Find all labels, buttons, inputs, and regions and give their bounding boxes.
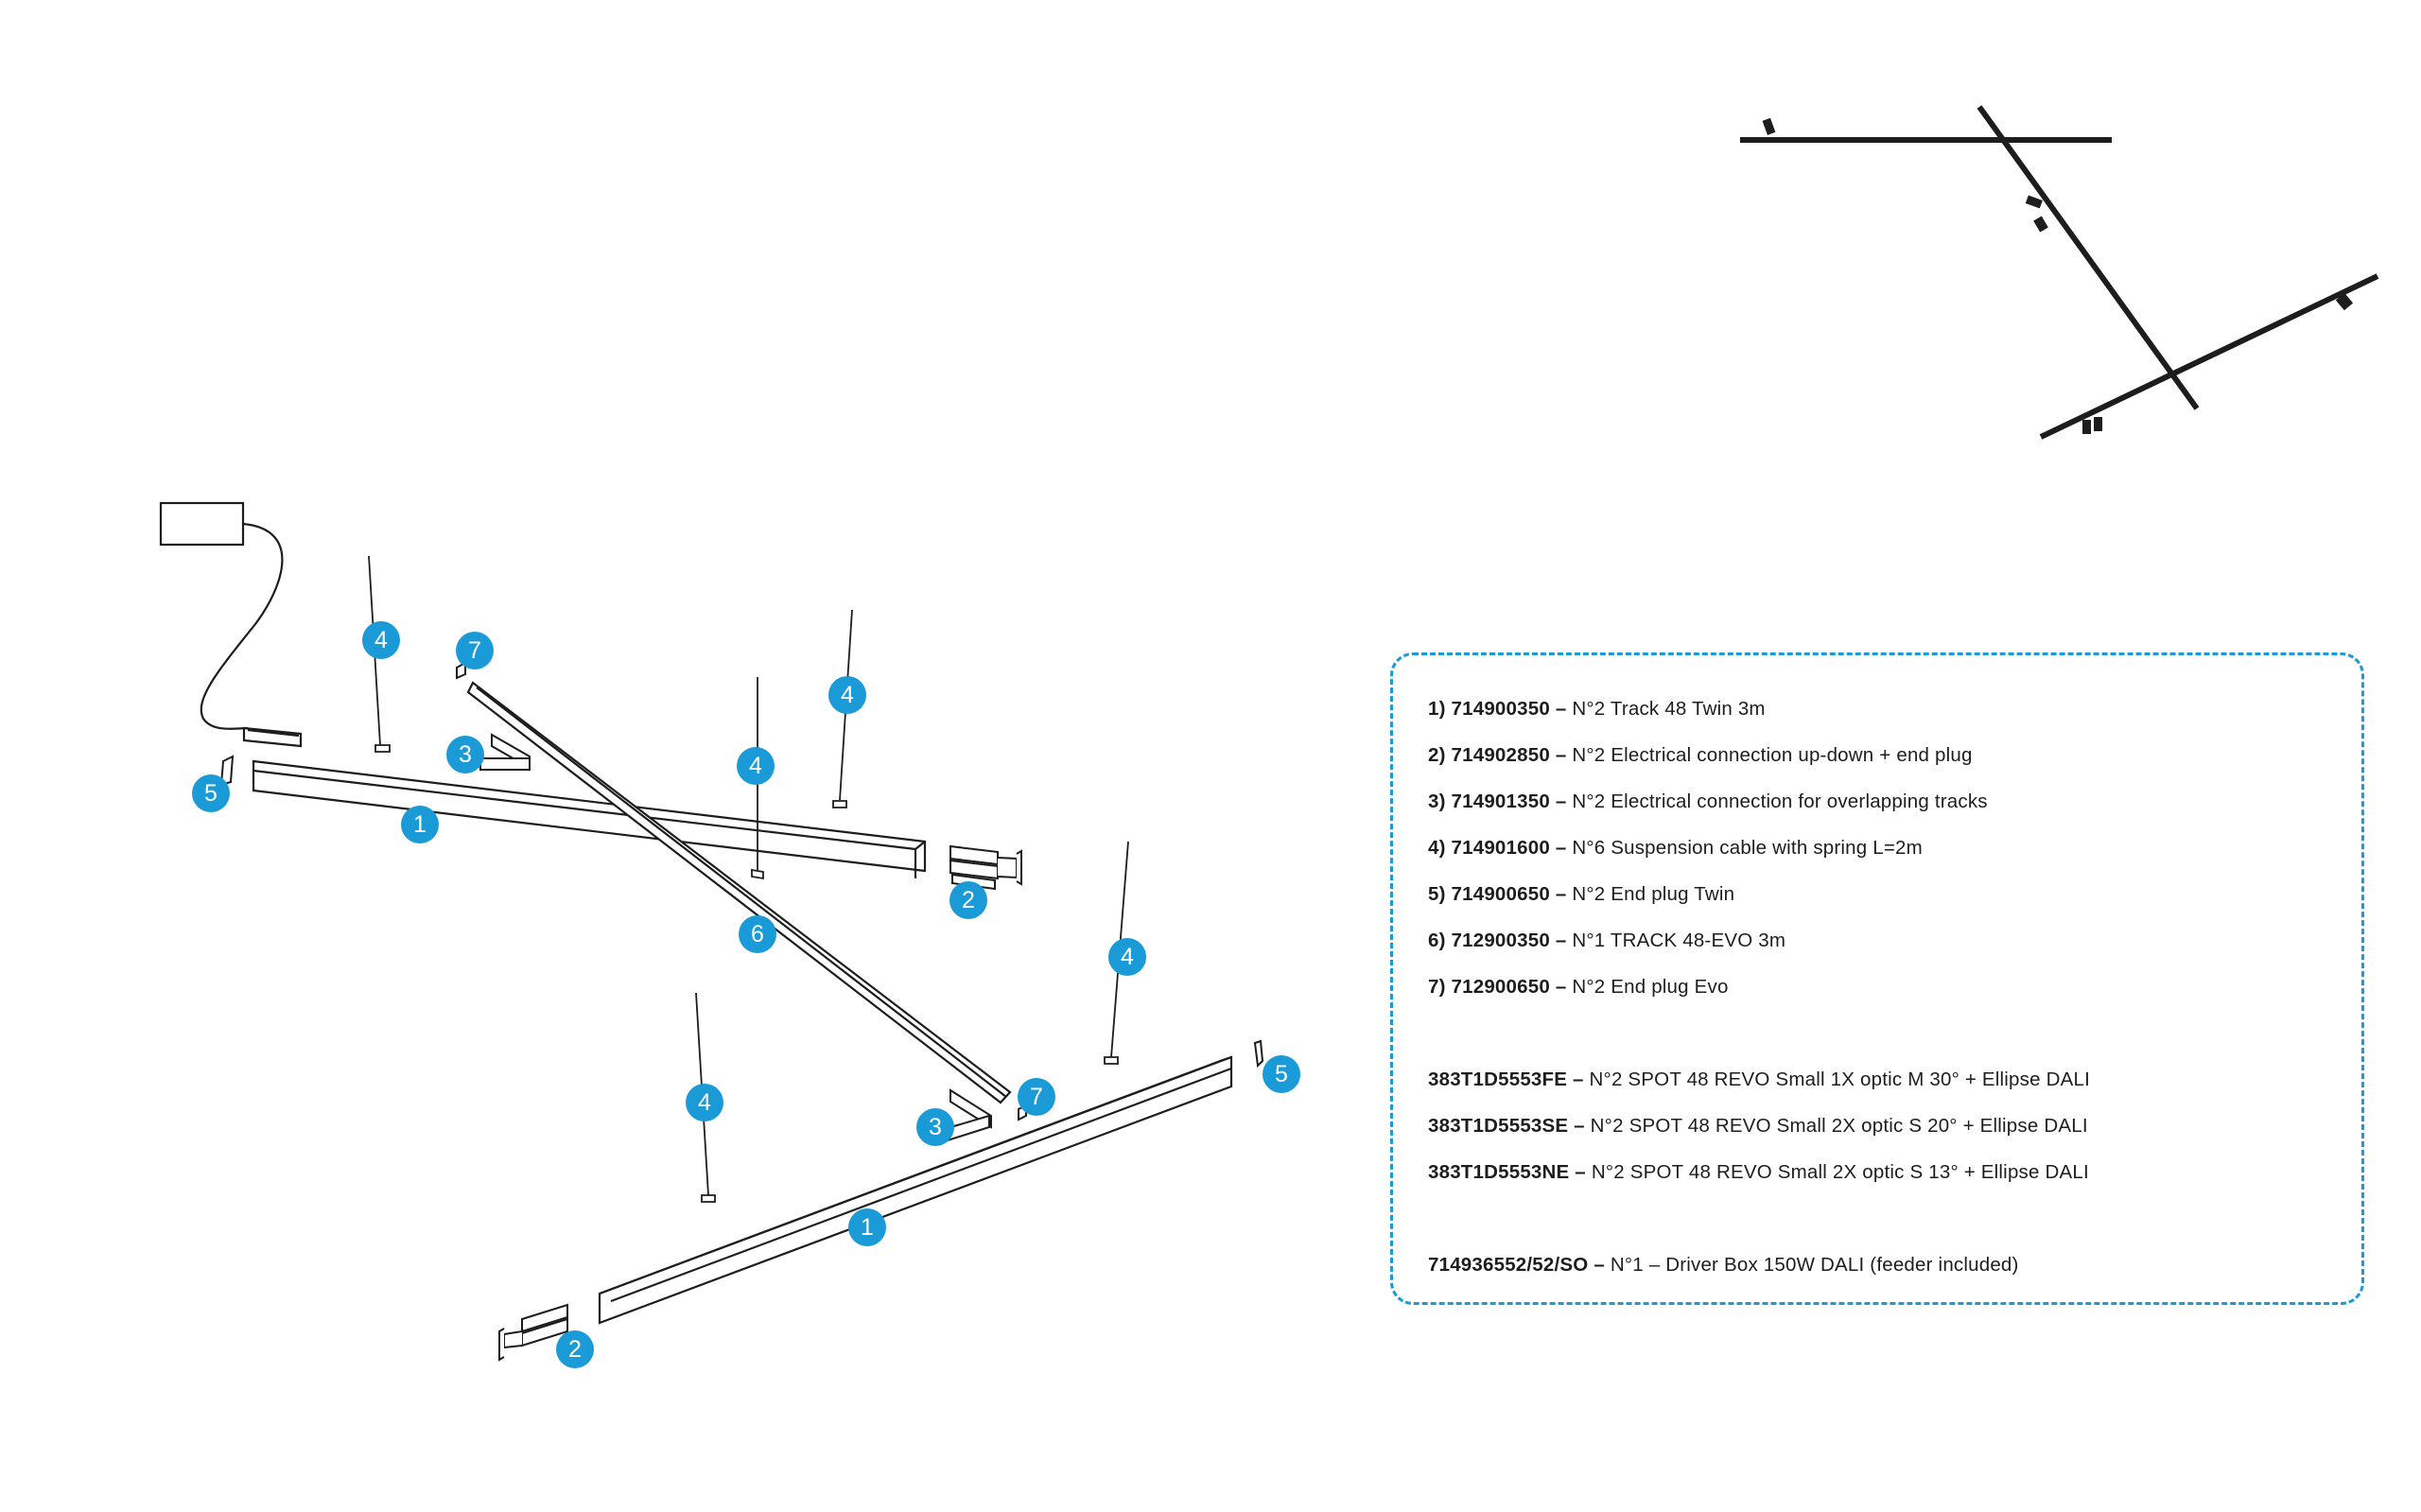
parts-list-item: 5) 714900650 – N°2 End plug Twin <box>1428 883 1735 905</box>
callout-1-upper: 1 <box>401 806 439 843</box>
schematic-spot <box>2025 195 2043 209</box>
schematic-spot <box>2082 420 2091 434</box>
svg-text:4: 4 <box>374 627 388 653</box>
parts-list-item: 3) 714901350 – N°2 Electrical connection… <box>1428 791 1988 812</box>
track-twin-lower <box>598 1055 1233 1325</box>
overlap-connector-upper <box>479 733 531 771</box>
driver-box-group <box>159 501 303 748</box>
schematic-track-diagonal <box>1977 105 2200 410</box>
svg-text:4: 4 <box>749 753 762 779</box>
track-twin-lower-edge <box>599 1055 1232 1295</box>
callout-4-c: 4 <box>737 747 775 785</box>
track-twin-lower-edge <box>610 1067 1232 1303</box>
callout-4-a: 4 <box>362 621 400 659</box>
svg-text:2: 2 <box>568 1336 582 1363</box>
connection-left <box>498 1303 568 1362</box>
parts-list-item: 4) 714901600 – N°6 Suspension cable with… <box>1428 837 1923 859</box>
callout-4-b: 4 <box>828 676 866 714</box>
svg-text:1: 1 <box>413 811 427 838</box>
feeder-connector-edge <box>247 728 300 738</box>
parts-list-item: 1) 714900350 – N°2 Track 48 Twin 3m <box>1428 698 1766 720</box>
svg-text:2: 2 <box>962 887 975 913</box>
callout-4-e: 4 <box>686 1084 723 1121</box>
suspension-cable-end <box>1104 1056 1119 1065</box>
svg-text:7: 7 <box>468 637 481 664</box>
parts-list-box <box>1390 652 2364 1305</box>
parts-list-item: 7) 712900650 – N°2 End plug Evo <box>1428 976 1729 998</box>
suspension-cable-end <box>832 800 847 808</box>
spot-list-item: 383T1D5553NE – N°2 SPOT 48 REVO Small 2X… <box>1428 1161 2089 1183</box>
schematic-spot <box>1762 117 1776 135</box>
suspension-cable-end <box>751 868 764 880</box>
track-evo-body <box>466 681 1012 1104</box>
track-twin-upper-edge <box>253 769 916 851</box>
track-evo-edge <box>476 686 1007 1098</box>
schematic-spots <box>1762 117 2354 434</box>
callout-7-upper: 7 <box>456 632 494 669</box>
callout-4-d: 4 <box>1108 938 1146 976</box>
callout-2-left: 2 <box>556 1330 594 1368</box>
connection-right <box>949 844 1022 891</box>
callout-5-left: 5 <box>192 774 230 812</box>
driver-list-item: 714936552/52/SO – N°1 – Driver Box 150W … <box>1428 1254 2019 1276</box>
svg-text:1: 1 <box>861 1214 874 1241</box>
feeder-connector <box>242 726 303 748</box>
svg-text:6: 6 <box>751 921 764 947</box>
schematic-spot <box>2033 216 2048 233</box>
callout-2-right: 2 <box>949 881 987 919</box>
svg-text:4: 4 <box>841 682 854 708</box>
spot-list-item: 383T1D5553FE – N°2 SPOT 48 REVO Small 1X… <box>1428 1069 2090 1090</box>
svg-text:5: 5 <box>204 780 218 807</box>
callout-5-right: 5 <box>1263 1055 1300 1093</box>
svg-text:3: 3 <box>929 1114 942 1140</box>
overlap-connector-lower <box>947 1088 992 1142</box>
schematic-spot <box>2094 417 2102 431</box>
parts-list-item: 2) 714902850 – N°2 Electrical connection… <box>1428 744 1973 766</box>
endplug-twin-right <box>1253 1039 1264 1069</box>
endplug-twin-left <box>219 755 235 787</box>
callout-7-lower: 7 <box>1018 1078 1055 1116</box>
track-twin-upper-edge <box>914 841 926 850</box>
svg-text:5: 5 <box>1275 1061 1288 1087</box>
svg-text:4: 4 <box>698 1089 711 1116</box>
feeder-cable <box>200 522 284 730</box>
layout-schematic <box>1740 105 2379 440</box>
driver-box <box>159 501 245 547</box>
suspension-cable-end <box>701 1194 716 1203</box>
svg-text:7: 7 <box>1030 1084 1043 1110</box>
suspension-cable-end <box>374 744 391 753</box>
callout-1-lower: 1 <box>848 1208 886 1246</box>
svg-text:3: 3 <box>459 741 472 768</box>
svg-text:4: 4 <box>1121 944 1134 970</box>
track-evo <box>466 681 1012 1104</box>
schematic-spot <box>2335 292 2354 311</box>
callout-6: 6 <box>739 915 776 953</box>
callout-3-upper: 3 <box>446 736 484 773</box>
schematic-track-bottom <box>2039 273 2379 440</box>
parts-list-item: 6) 712900350 – N°1 TRACK 48-EVO 3m <box>1428 930 1786 951</box>
callout-3-lower: 3 <box>916 1108 954 1146</box>
spot-list-item: 383T1D5553SE – N°2 SPOT 48 REVO Small 2X… <box>1428 1115 2088 1137</box>
